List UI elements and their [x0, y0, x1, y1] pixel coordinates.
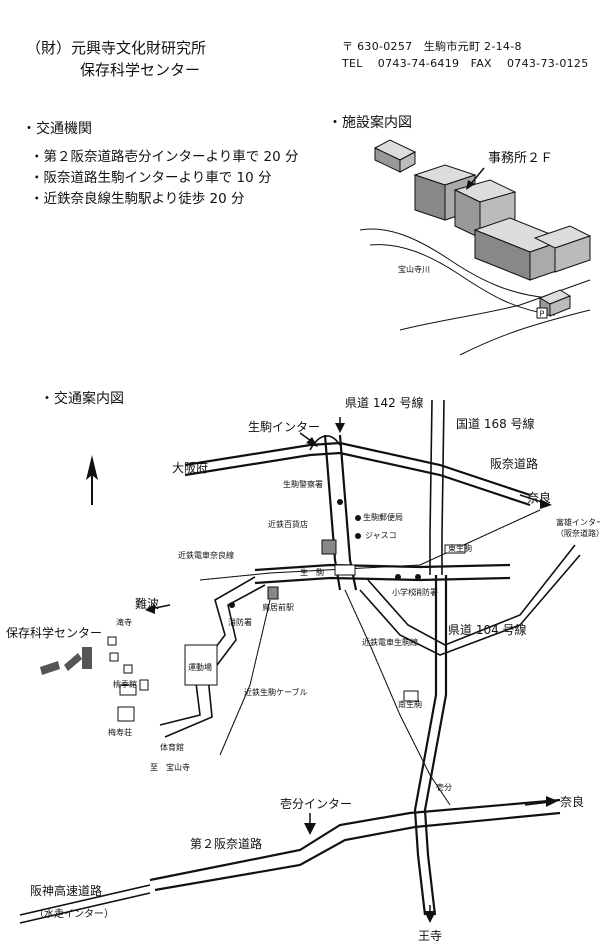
label-ichibu-ic: 壱分インター [280, 797, 352, 811]
label-kendo104: 県道 104 号線 [448, 622, 527, 637]
label-kendo142: 県道 142 号線 [345, 395, 424, 410]
facility-office-label: 事務所２Ｆ [488, 151, 553, 166]
facility-title: ・施設案内図 [328, 115, 412, 131]
jusco-marker [355, 533, 361, 539]
center-building-icon [40, 636, 149, 722]
label-kintetsu-nara-line: 近鉄電車奈良線 [178, 550, 234, 560]
contact-phone-fax: TEL 0743-74-6419 FAX 0743-73-0125 [342, 57, 589, 70]
org-name: （財）元興寺文化財研究所 [26, 38, 206, 58]
label-dai2-hanna: 第２阪奈道路 [190, 836, 262, 851]
org-name-line2: 保存科学センター [80, 60, 200, 80]
label-oji: 王寺 [418, 929, 442, 943]
label-taki-dera: 滝寺 [116, 617, 132, 627]
org-name-line2-text: 保存科学センター [80, 61, 201, 79]
org-name-line1: （財）元興寺文化財研究所 [26, 39, 207, 57]
kintetsu-dept-marker [321, 539, 337, 555]
ikoma-station-marker [334, 564, 356, 576]
access-title: ・交通機関 [22, 121, 92, 137]
label-hanshin-exp: 阪神高速道路 [30, 883, 102, 898]
direction-arrows [145, 417, 558, 923]
facility-map: 事務所２Ｆ 宝山寺川 P [360, 139, 592, 356]
label-houzanji: 至 宝山寺 [150, 762, 190, 772]
label-elementary-school: 小学校 [392, 587, 416, 597]
access-item: ・第２阪奈道路壱分インターより車で 20 分 [30, 149, 299, 165]
traffic-map-title: ・交通案内図 [40, 391, 124, 407]
police-marker [337, 499, 343, 505]
label-jusco: ジャスコ [365, 531, 397, 540]
minami-ikoma-marker [403, 690, 419, 702]
facility-river-label: 宝山寺川 [398, 264, 430, 274]
label-higashi-ikoma: 東生駒 [448, 543, 472, 553]
label-tomio-ic-sub: （阪奈道路） [556, 528, 600, 538]
north-arrow-icon [86, 455, 98, 505]
label-cable-line: 近鉄生駒ケーブル [244, 687, 308, 697]
facility-building-main [413, 164, 592, 281]
label-ikoma-line: 近鉄電車生駒線 [362, 637, 418, 647]
access-list: ・第２阪奈道路壱分インターより車で 20 分 ・阪奈道路生駒インターより車で 1… [30, 147, 299, 210]
label-center: 保存科学センター [6, 625, 102, 640]
label-ikoma-station: 生 駒 [300, 567, 324, 577]
label-minami-ikoma: 南生駒 [398, 699, 422, 709]
label-osaka-fu: 大阪府 [172, 460, 208, 475]
label-tokisho-kan: 桃季館 [113, 679, 137, 689]
railways [199, 509, 541, 806]
label-fire-station-1: 消防署 [228, 617, 252, 627]
label-gym: 体育館 [160, 742, 184, 752]
label-mizuhashi-ic: （水走インター） [34, 908, 114, 920]
label-stadium: 運動場 [188, 662, 212, 672]
label-ikoma-ic: 生駒インター [248, 420, 320, 434]
facility-building-small [373, 139, 417, 173]
roads [19, 399, 581, 924]
label-nara-1: 奈良 [527, 490, 551, 505]
label-tomio-ic: 富雄インター [556, 517, 600, 527]
access-item: ・阪奈道路生駒インターより車で 10 分 [30, 170, 272, 186]
label-kokudo168: 国道 168 号線 [456, 416, 535, 431]
torii-mae-marker [267, 586, 279, 600]
label-post-office: 生駒郵便局 [363, 512, 403, 522]
label-torii-mae: 鳥居前駅 [262, 602, 294, 612]
stadium-marker [184, 644, 218, 686]
label-nara-2: 奈良 [560, 794, 584, 809]
label-baiju-so: 梅寿荘 [108, 727, 132, 737]
higashi-ikoma-marker [444, 544, 466, 554]
school-marker [395, 574, 401, 580]
label-namba: 難波 [135, 596, 159, 611]
fire-station-marker [229, 602, 235, 608]
traffic-map: 県道 142 号線 生駒インター 国道 168 号線 大阪府 阪奈道路 生駒警察… [6, 395, 600, 943]
contact-postal: 〒 630-0257 生駒市元町 2-14-8 [342, 40, 522, 53]
parking-icon [536, 307, 548, 319]
fire-station-marker [415, 574, 421, 580]
label-ichibu: 壱分 [436, 782, 452, 792]
label-kintetsu-dept: 近鉄百貨店 [268, 519, 308, 529]
label-hanna-road: 阪奈道路 [490, 456, 538, 471]
label-fire-station-2: 消防署 [414, 587, 438, 597]
label-police: 生駒警察署 [283, 479, 323, 489]
access-item: ・近鉄奈良線生駒駅より徒歩 20 分 [30, 191, 245, 207]
post-office-marker [355, 515, 361, 521]
facility-parking-label: P [540, 310, 545, 319]
